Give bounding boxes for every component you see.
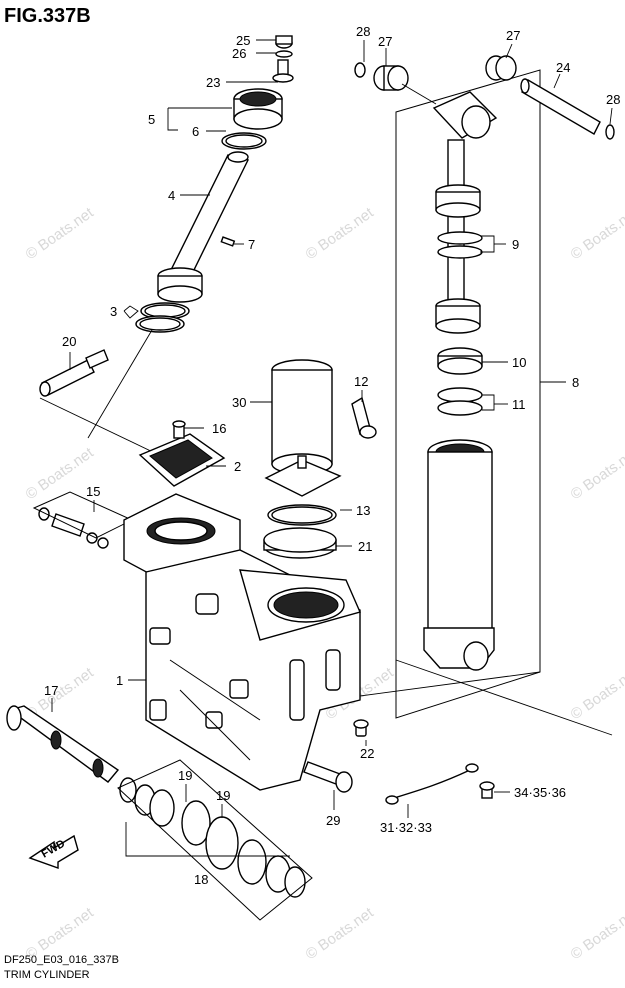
watermark: © Boats.net bbox=[23, 204, 98, 263]
callout-8: 8 bbox=[572, 375, 579, 390]
watermark: © Boats.net bbox=[568, 204, 625, 263]
circlip-part-28-right bbox=[605, 124, 615, 140]
callout-5: 5 bbox=[148, 112, 155, 127]
callout-16: 16 bbox=[212, 421, 226, 436]
callout-15: 15 bbox=[86, 484, 100, 499]
valve-frame-15 bbox=[32, 491, 134, 539]
circlip-part-28-left bbox=[354, 62, 366, 78]
cylinder-cap-part-5 bbox=[221, 35, 294, 150]
callout-28a: 28 bbox=[356, 24, 370, 39]
bushing-part-27-left bbox=[373, 65, 409, 91]
watermark: © Boats.net bbox=[568, 904, 625, 963]
callout-20: 20 bbox=[62, 334, 76, 349]
callout-24: 24 bbox=[556, 60, 570, 75]
callout-12: 12 bbox=[354, 374, 368, 389]
cylinder-assembly-frame bbox=[329, 69, 613, 736]
watermark: © Boats.net bbox=[568, 444, 625, 503]
housing-part-1 bbox=[123, 493, 361, 791]
callout-19b: 19 bbox=[216, 788, 230, 803]
callout-3: 3 bbox=[110, 304, 117, 319]
bushing-part-27-right bbox=[485, 55, 517, 81]
leader-lines bbox=[51, 39, 613, 857]
piston-part-3 bbox=[135, 267, 203, 333]
pin-part-7 bbox=[220, 236, 236, 247]
watermark: © Boats.net bbox=[568, 664, 625, 723]
callout-21: 21 bbox=[358, 539, 372, 554]
piston-rod-part-4 bbox=[169, 151, 250, 279]
plate-part-2 bbox=[138, 420, 226, 487]
watermark: © Boats.net bbox=[303, 904, 378, 963]
callout-17: 17 bbox=[44, 683, 58, 698]
callout-11: 11 bbox=[512, 397, 526, 412]
callout-30: 30 bbox=[232, 395, 246, 410]
callout-27a: 27 bbox=[378, 34, 392, 49]
figure-title: FIG.337B bbox=[4, 5, 91, 27]
callout-27b: 27 bbox=[506, 28, 520, 43]
callouts: 25 26 23 5 6 4 7 3 20 16 2 15 30 12 13 2… bbox=[44, 24, 620, 887]
callout-10: 10 bbox=[512, 355, 526, 370]
callout-29: 29 bbox=[326, 813, 340, 828]
shaft-part-24 bbox=[520, 78, 601, 135]
watermark: © Boats.net bbox=[303, 204, 378, 263]
callout-13: 13 bbox=[356, 503, 370, 518]
callout-1: 1 bbox=[116, 673, 123, 688]
callout-2: 2 bbox=[234, 459, 241, 474]
bolt-part-22 bbox=[353, 719, 369, 737]
valve-part-20 bbox=[39, 349, 109, 397]
bushings-part-18 bbox=[117, 759, 313, 921]
callout-25: 25 bbox=[236, 33, 250, 48]
callout-9: 9 bbox=[512, 237, 519, 252]
callout-34-35-36: 34·35·36 bbox=[514, 785, 566, 800]
callout-4: 4 bbox=[168, 188, 175, 203]
callout-23: 23 bbox=[206, 75, 220, 90]
callout-28b: 28 bbox=[606, 92, 620, 107]
cylinder-rod bbox=[432, 91, 498, 334]
bolt-part-12 bbox=[351, 396, 377, 439]
fwd-arrow: FWD bbox=[28, 834, 79, 869]
reservoir-part-30 bbox=[263, 359, 342, 559]
figure-code: DF250_E03_016_337B bbox=[4, 954, 119, 966]
cylinder-tube bbox=[423, 439, 495, 671]
ground-cable-part-31 bbox=[385, 763, 479, 805]
bolt-part-29 bbox=[303, 761, 353, 793]
callout-31-32-33: 31·32·33 bbox=[380, 820, 432, 835]
callout-7: 7 bbox=[248, 237, 255, 252]
callout-6: 6 bbox=[192, 124, 199, 139]
seal-part-10 bbox=[437, 347, 483, 375]
valve-part-15 bbox=[38, 507, 109, 549]
callout-26: 26 bbox=[232, 46, 246, 61]
callout-19a: 19 bbox=[178, 768, 192, 783]
figure-caption: TRIM CYLINDER bbox=[4, 969, 90, 981]
callout-18: 18 bbox=[194, 872, 208, 887]
callout-22: 22 bbox=[360, 746, 374, 761]
shaft-part-17 bbox=[6, 705, 120, 783]
bolt-part-34 bbox=[479, 781, 495, 799]
o-rings-part-11 bbox=[437, 387, 483, 416]
